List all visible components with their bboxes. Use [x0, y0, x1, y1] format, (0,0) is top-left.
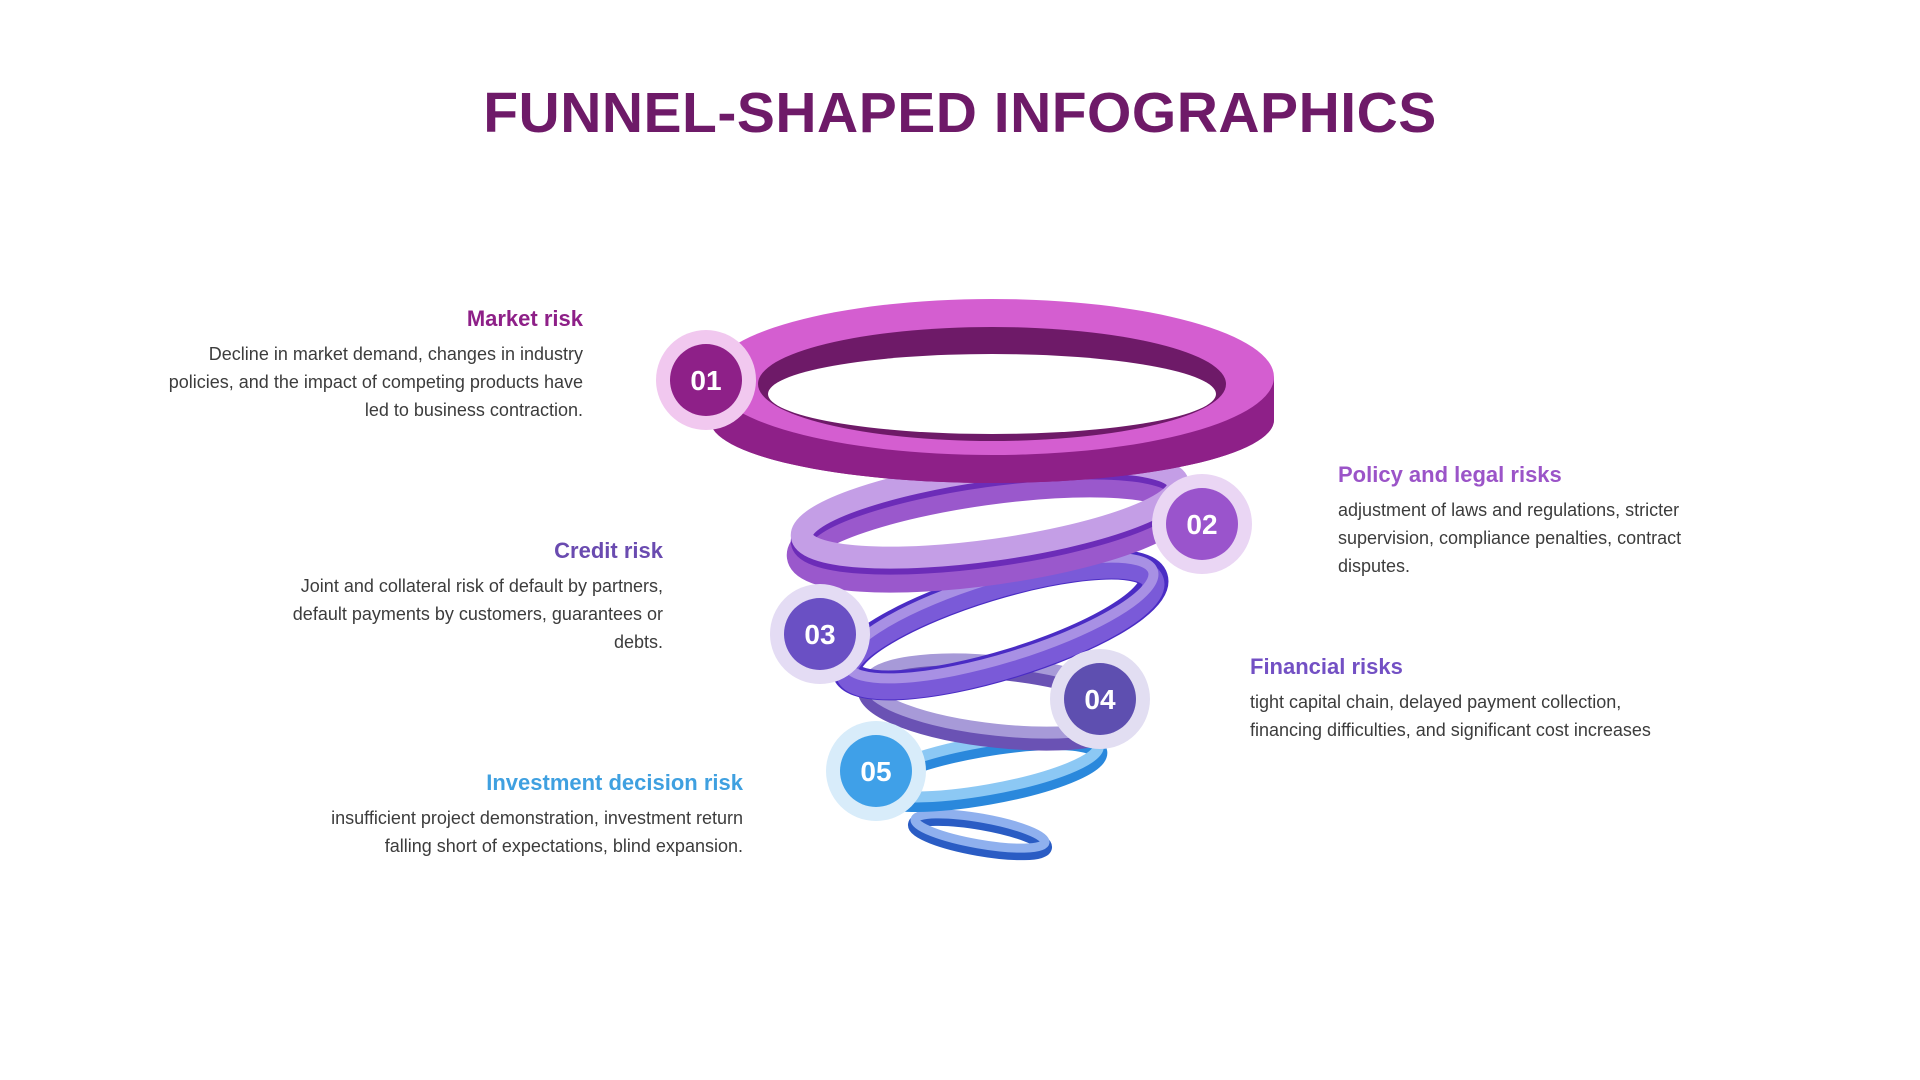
stage-02-text: Policy and legal risks adjustment of law… — [1338, 462, 1698, 580]
stage-03-text: Credit risk Joint and collateral risk of… — [280, 538, 663, 656]
stage-05-text: Investment decision risk insufficient pr… — [300, 770, 743, 860]
stage-01-text: Market risk Decline in market demand, ch… — [150, 306, 583, 424]
badge-04-number: 04 — [1084, 684, 1116, 715]
badge-01: 01 — [656, 330, 756, 430]
badge-03-number: 03 — [804, 619, 835, 650]
stage-01-description: Decline in market demand, changes in ind… — [168, 344, 583, 420]
funnel-ring-1 — [710, 299, 1274, 483]
funnel-ring-6 — [907, 809, 1053, 861]
stage-05-description: insufficient project demonstration, inve… — [331, 808, 743, 856]
stage-03-description: Joint and collateral risk of default by … — [292, 576, 663, 652]
badge-05-number: 05 — [860, 756, 891, 787]
badge-01-number: 01 — [690, 365, 721, 396]
badge-04: 04 — [1050, 649, 1150, 749]
stage-04-text: Financial risks tight capital chain, del… — [1250, 654, 1690, 744]
stage-02-description: adjustment of laws and regulations, stri… — [1338, 500, 1682, 576]
stage-04-description: tight capital chain, delayed payment col… — [1250, 692, 1651, 740]
stage-05-heading: Investment decision risk — [486, 770, 743, 795]
stage-02-heading: Policy and legal risks — [1338, 462, 1562, 487]
badge-02-number: 02 — [1186, 509, 1217, 540]
badge-05: 05 — [826, 721, 926, 821]
page-title: FUNNEL-SHAPED INFOGRAPHICS — [483, 81, 1437, 145]
stage-03-heading: Credit risk — [554, 538, 663, 563]
stage-01-heading: Market risk — [466, 306, 583, 331]
badge-03: 03 — [770, 584, 870, 684]
stage-04-heading: Financial risks — [1250, 654, 1403, 679]
badge-02: 02 — [1152, 474, 1252, 574]
